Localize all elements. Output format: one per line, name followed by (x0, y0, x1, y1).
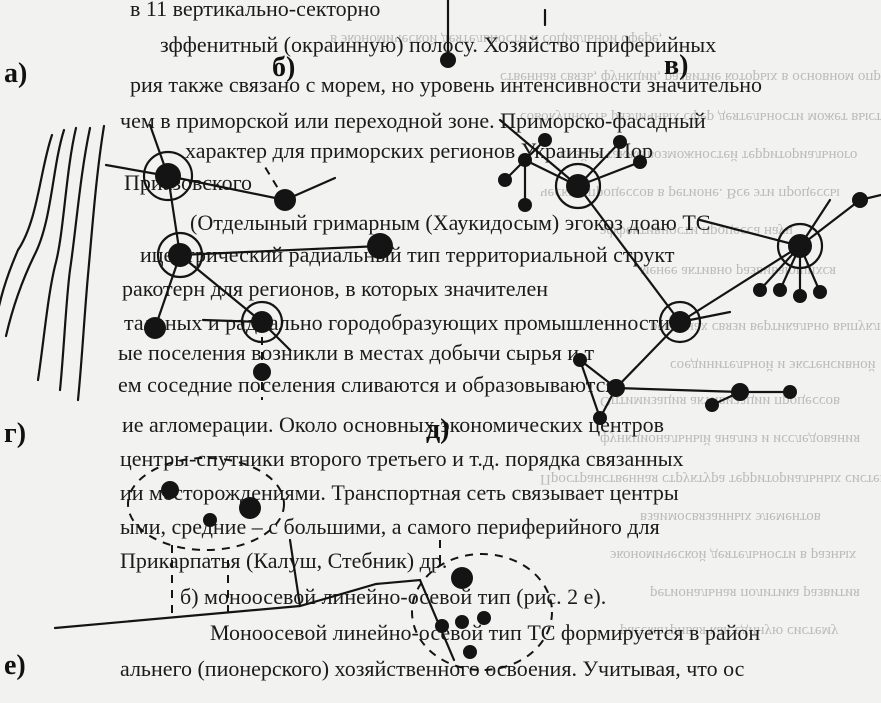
figure-label-g: г) (4, 418, 27, 449)
center-ring (658, 300, 702, 344)
settlement-node (435, 619, 449, 633)
text-line: ракотерн для регионов, в которых значите… (122, 276, 549, 301)
settlement-node (731, 383, 749, 401)
settlement-node (168, 243, 192, 267)
text-line: в 11 вертикально-секторно (130, 0, 381, 21)
text-line: чем в приморской или переходной зоне. Пр… (120, 108, 706, 133)
settlement-node (538, 133, 552, 147)
figure-label-a: а) (4, 58, 28, 89)
text-line: ие агломерации. Около основных экономиче… (122, 412, 664, 437)
settlement-node (144, 317, 166, 339)
settlement-node (440, 52, 456, 68)
settlement-node (367, 233, 393, 259)
settlement-node (203, 513, 217, 527)
center-ring (776, 222, 824, 270)
settlement-node (788, 234, 812, 258)
coastline-curve (58, 126, 92, 392)
coastline-curve (36, 126, 78, 382)
figure-label-e: е) (4, 650, 26, 681)
settlement-node (477, 611, 491, 625)
network-link (178, 253, 264, 324)
network-link (576, 184, 682, 324)
text-line: б) моноосевой линейно-осевой тип (рис. 2… (180, 584, 607, 609)
coastline-curve (4, 128, 66, 338)
agglomeration-outline (411, 553, 553, 671)
settlement-node (451, 567, 473, 589)
settlement-node (239, 497, 261, 519)
text-line: Прикарпатья (Калуш, Стебник) др. (120, 548, 448, 573)
text-line: (Отделыный гримарным (Хаукидосым) эгокоз… (190, 210, 711, 235)
settlement-node (573, 353, 587, 367)
coastline-curve (0, 133, 54, 307)
network-link (678, 244, 802, 324)
text-line: тальных и радиально городобразующих пром… (124, 310, 671, 335)
settlement-node (753, 283, 767, 297)
settlement-node (566, 174, 590, 198)
text-line: рия также связано с морем, но уровень ин… (130, 72, 763, 97)
settlement-node (518, 198, 532, 212)
text-line: зффенитный (окраинную) полосу. Хозяйство… (160, 32, 717, 57)
settlement-node (633, 155, 647, 169)
settlement-node (155, 163, 181, 189)
network-link (153, 253, 182, 330)
agglomeration-outline (127, 457, 285, 551)
settlement-node (773, 283, 787, 297)
network-link (498, 118, 580, 188)
axis-line (288, 538, 302, 608)
settlement-node (669, 311, 691, 333)
settlement-node (593, 411, 607, 425)
text-line: ии месторождениями. Транспортная сеть св… (120, 480, 679, 505)
network-link (166, 174, 182, 257)
settlement-node (607, 379, 625, 397)
center-ring (240, 300, 284, 344)
settlement-node (813, 285, 827, 299)
text-line: альнего (пионерского) хозяйственного осв… (120, 656, 745, 681)
text-line: ицентрический радиальный тип территориал… (140, 242, 675, 267)
settlement-node (852, 192, 868, 208)
settlement-node (274, 189, 296, 211)
network-link (614, 320, 682, 390)
text-line: ые поселения возникли в местах добычи сы… (118, 340, 595, 365)
center-ring (156, 231, 204, 279)
network-link (178, 244, 382, 257)
network-link (614, 386, 742, 394)
text-line: ем соседние поселения сливаются и образо… (118, 372, 616, 397)
settlement-node (463, 645, 477, 659)
settlement-node (251, 311, 273, 333)
network-link (578, 358, 602, 420)
text-line: характер для приморских регионов Украины… (185, 138, 654, 163)
settlement-node (705, 398, 719, 412)
settlement-node (455, 615, 469, 629)
network-link (698, 218, 802, 248)
network-link (798, 198, 862, 248)
settlement-node (613, 135, 627, 149)
settlement-node (253, 363, 271, 381)
settlement-node (498, 173, 512, 187)
settlement-node (161, 481, 179, 499)
settlement-node (793, 289, 807, 303)
figure-label-v: в) (664, 50, 689, 81)
figure-label-b: б) (272, 52, 296, 83)
settlement-node (518, 153, 532, 167)
network-link (166, 174, 287, 202)
center-ring (142, 150, 194, 202)
coastline-curve (76, 124, 106, 402)
center-ring (554, 162, 602, 210)
figure-label-d: д) (426, 414, 450, 445)
settlement-node (783, 385, 797, 399)
axis-line (53, 578, 456, 662)
